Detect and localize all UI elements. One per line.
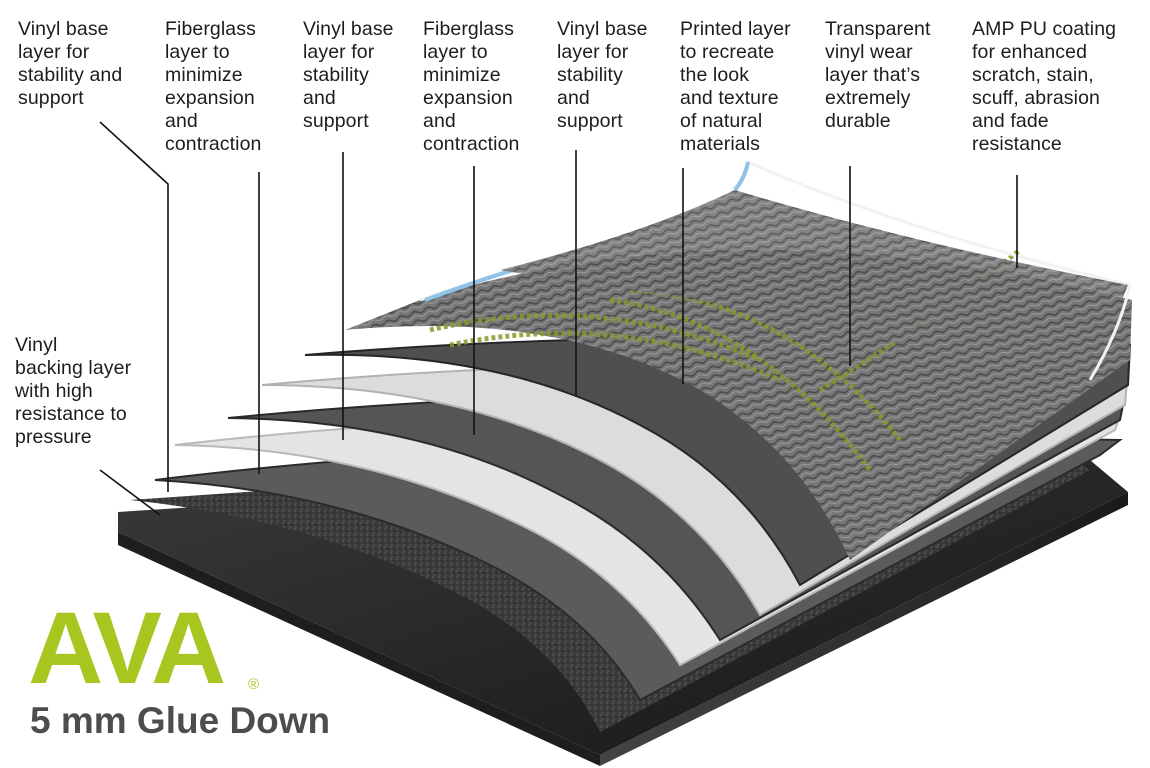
- callout-line: Printed layer: [680, 18, 791, 40]
- callout-line: layer to: [165, 41, 230, 63]
- callout-line: and: [423, 110, 456, 132]
- callout-line: scuff, abrasion: [972, 87, 1100, 109]
- callout-line: vinyl wear: [825, 41, 913, 63]
- callout-line: Vinyl base: [303, 18, 394, 40]
- callout-line: support: [18, 87, 84, 109]
- callout-line: support: [557, 110, 623, 132]
- callout-line: minimize: [423, 64, 501, 86]
- callout-line: and: [557, 87, 590, 109]
- callout-line: support: [303, 110, 369, 132]
- callout-line: with high: [15, 380, 93, 402]
- callout-line: extremely: [825, 87, 911, 109]
- callout-line: backing layer: [15, 357, 132, 379]
- callout-line: resistance to: [15, 403, 127, 425]
- printed-green-streaks: [429, 248, 1022, 472]
- callout-line: and: [303, 87, 336, 109]
- callout-line: to recreate: [680, 41, 775, 63]
- slab-side: [600, 492, 1128, 766]
- top-texture: [500, 190, 1128, 400]
- callout-line: stability: [557, 64, 623, 86]
- callout-line: Fiberglass: [165, 18, 256, 40]
- callout-line: AMP PU coating: [972, 18, 1117, 40]
- callout-line: layer to: [423, 41, 488, 63]
- callout-line: and texture: [680, 87, 779, 109]
- callout-line: layer for: [18, 41, 90, 63]
- callout-line: for enhanced: [972, 41, 1088, 63]
- callout-line: materials: [680, 133, 761, 155]
- callout-line: stability: [303, 64, 369, 86]
- callout-line: expansion: [423, 87, 513, 109]
- callout-line: durable: [825, 110, 891, 132]
- callout-line: contraction: [165, 133, 262, 155]
- callout-line: Vinyl base: [18, 18, 109, 40]
- registered-mark: ®: [248, 676, 260, 693]
- callout-line: minimize: [165, 64, 243, 86]
- callout-line: the look: [680, 64, 750, 86]
- callout-line: Vinyl: [15, 334, 58, 356]
- callout-line: and fade: [972, 110, 1049, 132]
- callout-line: of natural: [680, 110, 763, 132]
- callout-line: layer for: [303, 41, 375, 63]
- callout-line: Transparent: [825, 18, 931, 40]
- logo-text: AVA: [28, 591, 226, 705]
- slab-front: [118, 532, 600, 766]
- callout-line: contraction: [423, 133, 520, 155]
- callout-line: pressure: [15, 426, 92, 448]
- callout-line: stability and: [18, 64, 123, 86]
- callout-line: scratch, stain,: [972, 64, 1094, 86]
- callout-line: Fiberglass: [423, 18, 514, 40]
- callout-line: layer for: [557, 41, 629, 63]
- callout-line: layer that’s: [825, 64, 921, 86]
- callout-line: and: [165, 110, 198, 132]
- brand-logo: AVA ®: [28, 591, 259, 705]
- callout-line: expansion: [165, 87, 255, 109]
- product-subtitle: 5 mm Glue Down: [30, 700, 331, 741]
- callout-line: Vinyl base: [557, 18, 648, 40]
- callout-line: resistance: [972, 133, 1062, 155]
